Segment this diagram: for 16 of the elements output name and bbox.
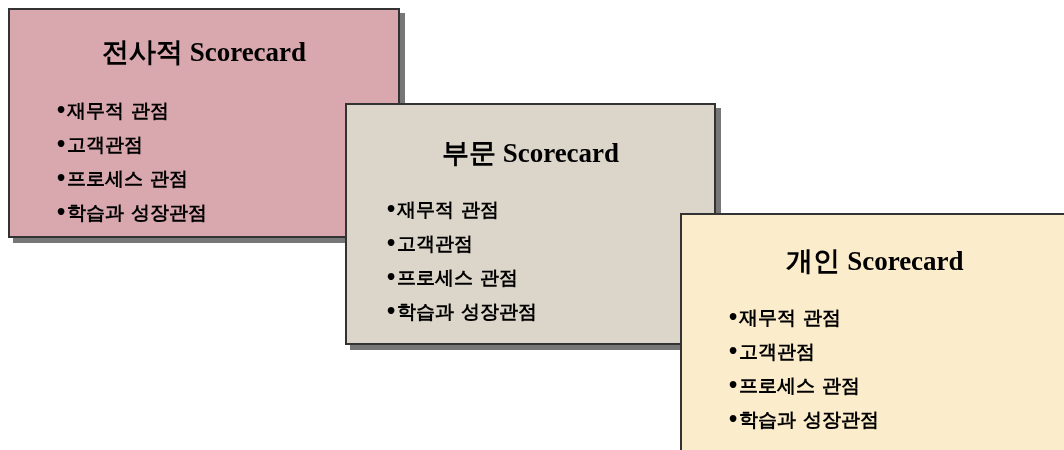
- list-item: •프로세스 관점: [385, 265, 518, 290]
- list-item: •고객관점: [385, 231, 474, 256]
- list-item: •학습과 성장관점: [55, 200, 207, 225]
- list-item: •학습과 성장관점: [727, 407, 879, 432]
- card-title: 개인 Scorecard: [785, 245, 965, 278]
- list-item: •재무적 관점: [385, 197, 499, 222]
- list-item: •학습과 성장관점: [385, 299, 537, 324]
- scorecard-card: [680, 213, 1064, 450]
- list-item: •고객관점: [727, 339, 816, 364]
- list-item: •프로세스 관점: [727, 373, 860, 398]
- list-item: •재무적 관점: [727, 305, 841, 330]
- list-item: •재무적 관점: [55, 98, 169, 123]
- list-item: •고객관점: [55, 132, 144, 157]
- card-title: 전사적 Scorecard: [100, 36, 308, 69]
- card-title: 부문 Scorecard: [440, 137, 621, 170]
- list-item: •프로세스 관점: [55, 166, 188, 191]
